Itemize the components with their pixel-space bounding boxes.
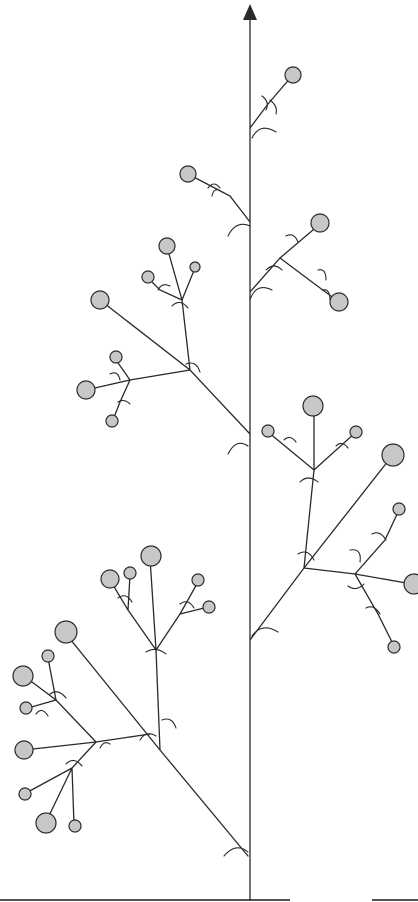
branch-top-right	[249, 66, 302, 139]
main-axis	[243, 4, 257, 901]
arrow-up-icon	[243, 4, 257, 20]
branch-lower-left	[12, 545, 249, 857]
branch-upper-left	[179, 165, 251, 237]
branch-left-middle	[76, 237, 251, 455]
branch-right-middle	[249, 395, 418, 654]
branch-upper-right	[249, 213, 349, 312]
